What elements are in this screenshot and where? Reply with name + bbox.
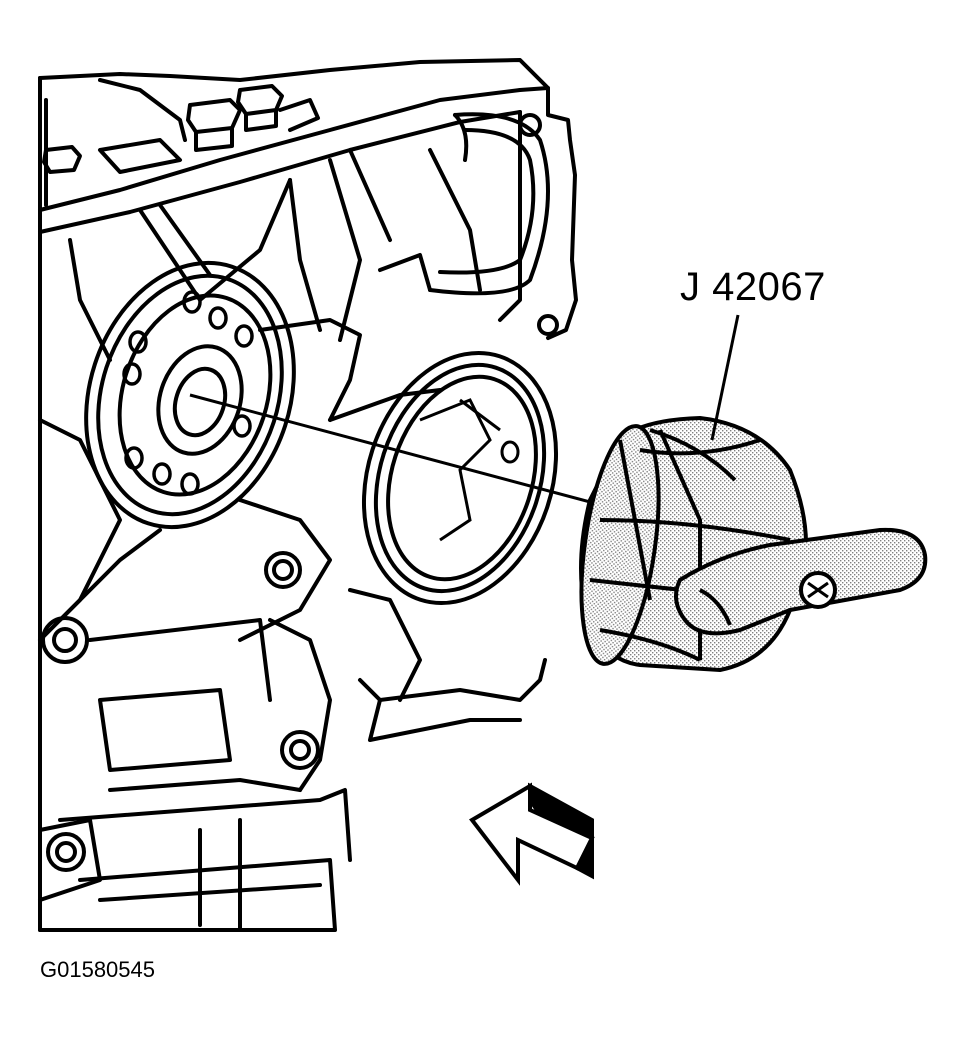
figure-id: G01580545 [40, 957, 155, 982]
engine-block [38, 58, 578, 932]
callout-leader-line [710, 314, 740, 441]
boss-3 [280, 730, 320, 770]
head-bolt-2 [236, 84, 284, 132]
rear-main-seal [361, 350, 559, 606]
boss-4 [46, 832, 86, 872]
boss-1 [264, 551, 302, 589]
seal-installer-tool [579, 416, 928, 672]
boss-2 [41, 616, 89, 664]
flange-bolt-holes [122, 290, 254, 496]
direction-arrow-icon [469, 782, 595, 886]
head-bolt-3 [42, 145, 82, 174]
alignment-line [189, 393, 621, 512]
tool-callout-label: J 42067 [680, 265, 826, 309]
head-bolt-1 [186, 98, 242, 152]
crankshaft-flange [84, 260, 296, 530]
